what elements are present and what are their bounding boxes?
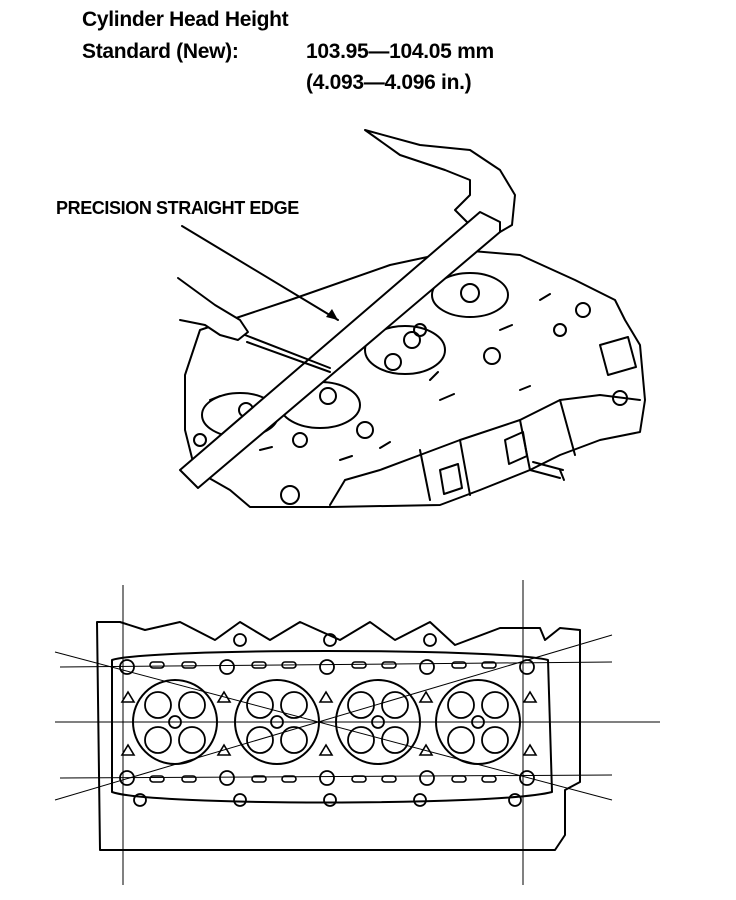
standard-value-mm: 103.95—104.05 mm: [306, 40, 494, 63]
straight-edge: [179, 211, 501, 489]
callout-leader: [181, 225, 339, 321]
standard-label: Standard (New):: [82, 40, 239, 63]
measure-line-diagonal-1: [54, 651, 613, 801]
measure-line-diagonal-2: [54, 634, 613, 801]
head-plan-outline: [96, 621, 581, 851]
straight-edge-callout-label: PRECISION STRAIGHT EDGE: [56, 198, 299, 218]
lower-hand: [177, 277, 249, 341]
spec-title: Cylinder Head Height: [82, 8, 289, 31]
standard-value-in: (4.093—4.096 in.): [306, 71, 472, 94]
measure-line-horizontal-top: [59, 661, 613, 668]
feeler-gauge: [244, 334, 331, 373]
